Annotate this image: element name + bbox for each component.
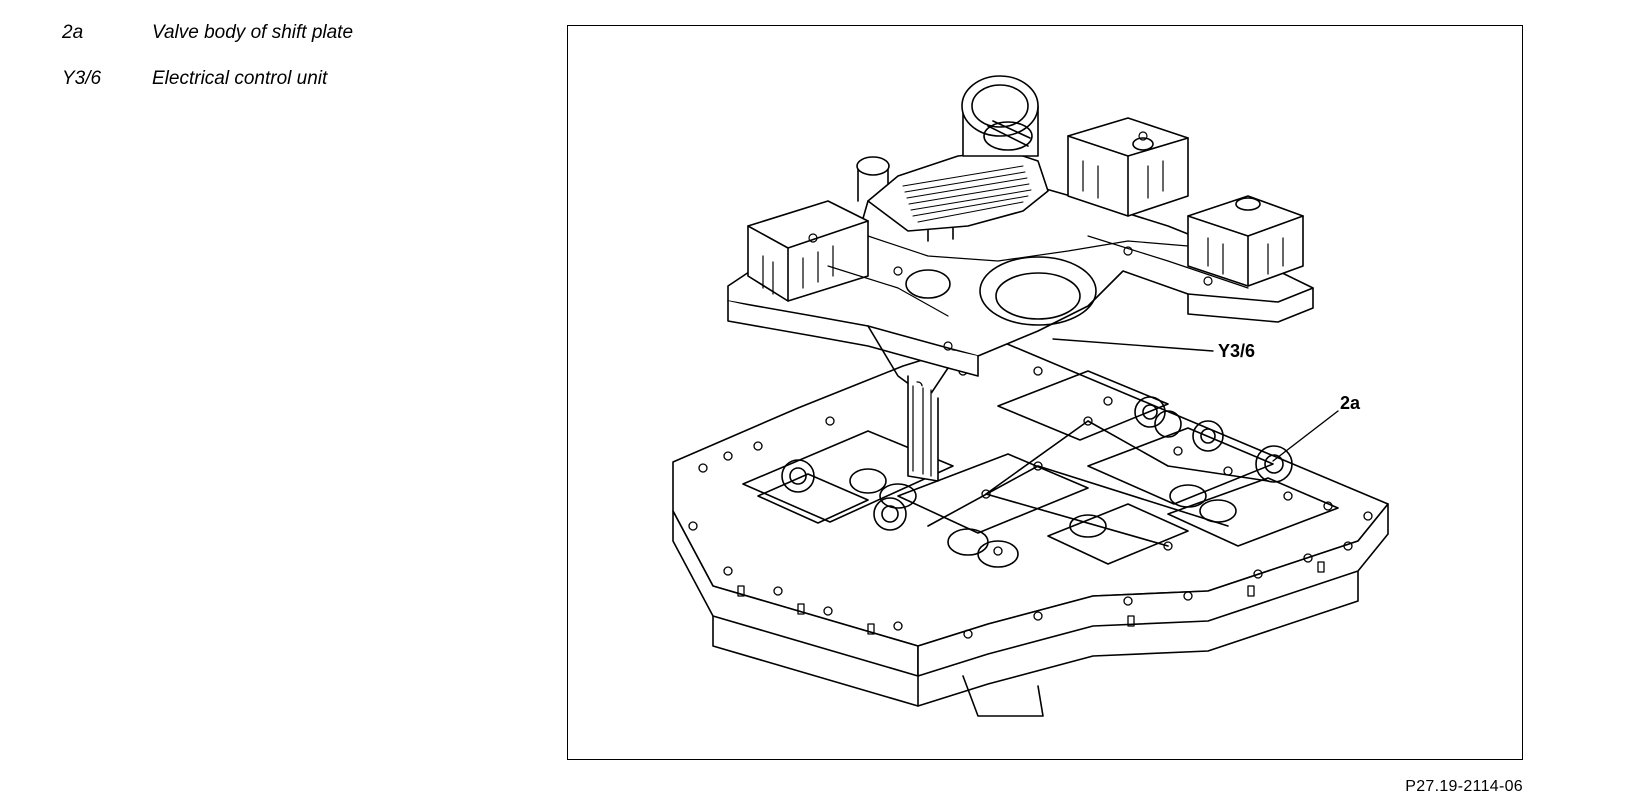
figure-id: P27.19-2114-06 bbox=[1405, 778, 1523, 795]
electrical-control-unit bbox=[727, 75, 1314, 482]
callout-label: Y3/6 bbox=[1218, 341, 1255, 361]
valve-body-assembly bbox=[672, 337, 1389, 717]
legend-key: Y3/6 bbox=[62, 68, 102, 89]
legend-description: Electrical control unit bbox=[152, 68, 328, 89]
legend-description: Valve body of shift plate bbox=[152, 22, 354, 43]
valve-body-illustration: Y3/6 2a bbox=[672, 75, 1389, 717]
diagram-frame: Y3/6 2a bbox=[567, 25, 1523, 760]
callout-y3-6: Y3/6 bbox=[1052, 338, 1255, 361]
callout-label: 2a bbox=[1340, 393, 1361, 413]
legend-key: 2a bbox=[62, 22, 84, 43]
callout-2a: 2a bbox=[1272, 393, 1361, 462]
